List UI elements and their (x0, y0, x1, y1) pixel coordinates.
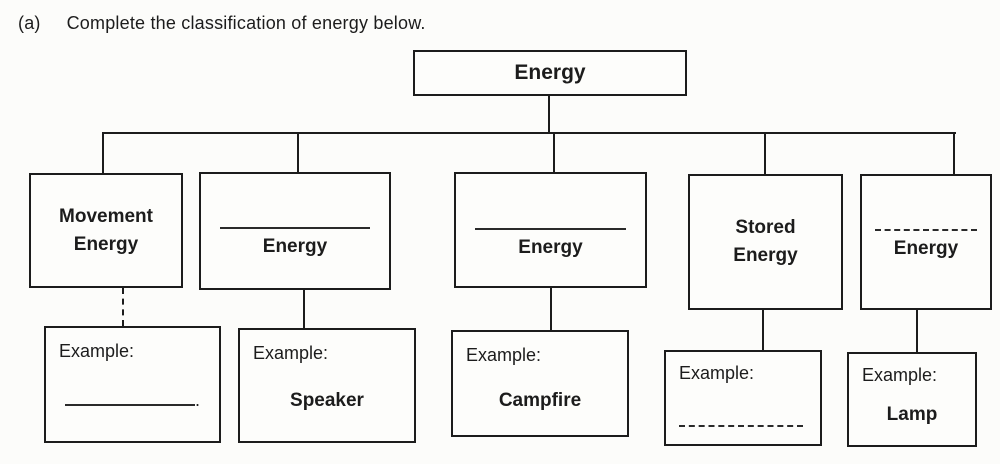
blank-suffix: . (195, 390, 201, 410)
category-box-blank-3: Energy (454, 172, 647, 288)
connector-drop-4 (764, 132, 766, 175)
example-box-3: Example: Campfire (451, 330, 629, 437)
example-box-5: Example: Lamp (847, 352, 977, 447)
connector-drop-5 (953, 132, 955, 175)
answer-blank-line[interactable] (219, 227, 371, 229)
answer-blank-line[interactable] (679, 425, 803, 427)
question-text: Complete the classification of energy be… (66, 13, 426, 33)
connector-example-2 (303, 290, 305, 328)
root-box-label: Energy (514, 61, 586, 84)
example-value: Speaker (290, 390, 364, 411)
category-label-line2: Energy (73, 233, 139, 255)
question-label: (a) (18, 13, 41, 33)
example-answer-blank[interactable] (679, 411, 803, 432)
example-box-4: Example: (664, 350, 822, 446)
example-box-1: Example: . (44, 326, 221, 443)
category-label-line1: Movement (59, 205, 153, 227)
example-value: Lamp (886, 404, 938, 425)
example-value: Campfire (498, 390, 582, 411)
connector-main-horizontal (102, 132, 956, 134)
example-label: Example: (59, 341, 135, 361)
connector-drop-1 (102, 132, 104, 174)
category-box-stored-energy: Stored Energy (688, 174, 843, 310)
connector-example-3 (550, 288, 552, 330)
example-label: Example: (466, 345, 542, 365)
example-answer-blank[interactable]: . (65, 390, 200, 411)
category-label-line1: Stored (735, 217, 796, 239)
connector-drop-2 (297, 132, 299, 173)
connector-example-1 (122, 288, 124, 326)
answer-blank-line[interactable] (874, 229, 978, 231)
example-box-2: Example: Speaker (238, 328, 416, 443)
category-label: Energy (262, 236, 328, 257)
category-label: Energy (893, 238, 959, 259)
category-box-movement-energy: Movement Energy (29, 173, 183, 288)
question-heading: (a) Complete the classification of energy… (18, 13, 426, 34)
category-label-line2: Energy (733, 245, 798, 266)
answer-blank-line[interactable] (65, 404, 195, 406)
category-label: Energy (518, 237, 583, 258)
root-box-energy: Energy (413, 50, 687, 96)
category-box-blank-2: Energy (199, 172, 391, 290)
example-label: Example: (679, 363, 755, 383)
example-label: Example: (253, 343, 329, 363)
answer-blank-line[interactable] (474, 228, 627, 230)
connector-example-4 (762, 310, 764, 350)
example-label: Example: (862, 365, 938, 385)
category-box-blank-5: Energy (860, 174, 992, 310)
connector-example-5 (916, 310, 918, 352)
connector-root-stem (548, 96, 550, 134)
connector-drop-3 (553, 132, 555, 173)
